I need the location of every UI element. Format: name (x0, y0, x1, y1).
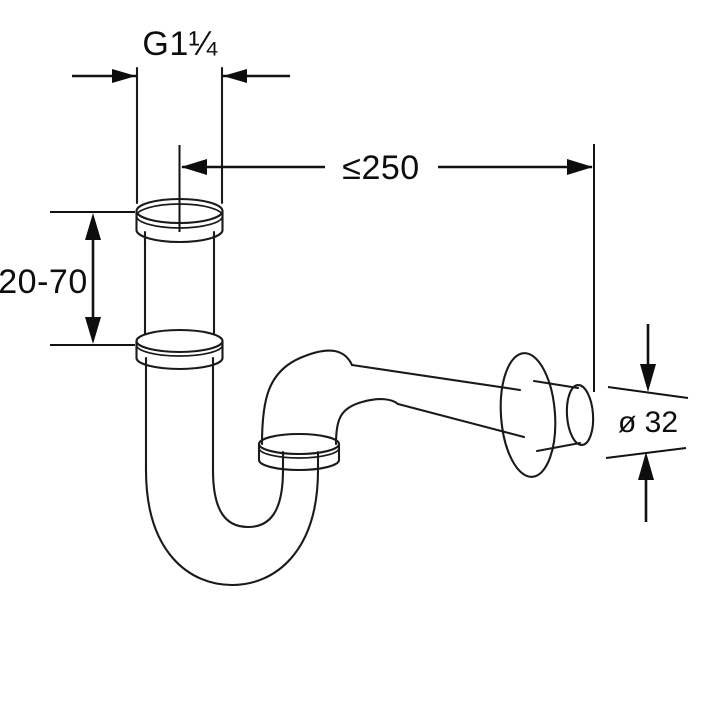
descending-leg (144, 356, 215, 472)
wall-escutcheon-flange (499, 352, 557, 478)
upper-union-nut (135, 328, 224, 371)
dimension-label-thread-size: G1¼ (142, 25, 217, 63)
dimension-wall-distance: ≤250 (181, 144, 595, 392)
dimension-outlet-diameter: ø 32 (605, 324, 689, 522)
part-geometry-group (135, 66, 595, 587)
dimension-label-outlet-diameter: ø 32 (618, 406, 678, 439)
dimension-label-wall-distance: ≤250 (342, 149, 419, 187)
outlet-bend (260, 349, 400, 446)
arrow-head-up (85, 213, 101, 240)
rising-leg (281, 450, 320, 472)
arrow-head-right (567, 159, 593, 175)
inlet-riser (143, 230, 216, 336)
arrow-head-down (640, 364, 656, 392)
horizontal-outlet-arm (350, 363, 526, 439)
wall-pipe-stub (532, 379, 595, 453)
arrow-head-left (223, 69, 247, 83)
arrow-head-left (181, 159, 207, 175)
lower-union-nut (257, 432, 341, 472)
arrow-head-right (112, 69, 136, 83)
arrow-head-down (85, 317, 101, 344)
dimension-label-height-adjust: 20-70 (0, 263, 88, 301)
arrow-head-up (638, 452, 654, 480)
dimension-thread-size: G1¼ (72, 25, 290, 83)
dimension-height-adjust: 20-70 (0, 211, 135, 346)
u-bend-trap (144, 468, 320, 587)
inlet-tube (135, 66, 224, 205)
